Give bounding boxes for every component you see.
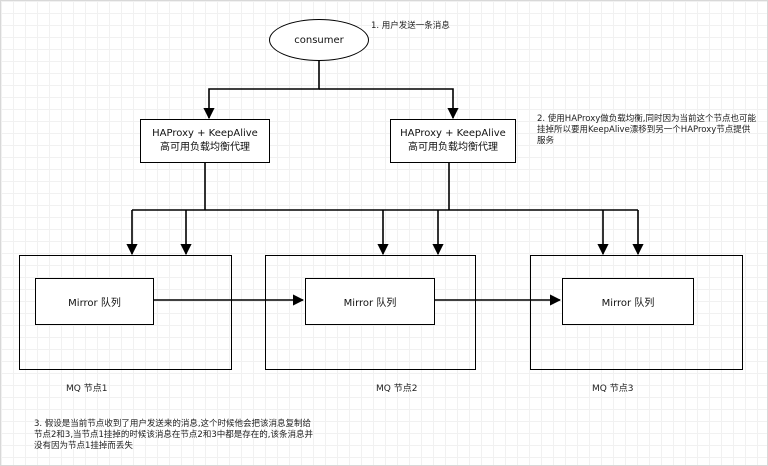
mq-node-3 — [530, 255, 743, 370]
mq-node-3-label: MQ 节点3 — [592, 384, 634, 394]
proxy-box-2: HAProxy + KeepAlive 高可用负载均衡代理 — [390, 119, 516, 163]
proxy-1-title: HAProxy + KeepAlive — [152, 128, 258, 139]
mq-node-2-label: MQ 节点2 — [376, 384, 418, 394]
proxy-2-subtitle: 高可用负载均衡代理 — [408, 142, 498, 153]
edge-consumer-proxy1 — [203, 61, 320, 120]
mirror-queue-1: Mirror 队列 — [35, 278, 154, 325]
mq-node-1-label: MQ 节点1 — [66, 384, 108, 394]
mirror-queue-2: Mirror 队列 — [305, 278, 435, 325]
mirror-queue-3: Mirror 队列 — [562, 278, 694, 325]
consumer-label: consumer — [294, 34, 344, 46]
consumer-node: consumer — [269, 19, 369, 61]
edge-consumer-proxy2 — [319, 88, 459, 120]
mq-node-2 — [265, 255, 476, 370]
mirror-queue-2-label: Mirror 队列 — [343, 298, 397, 309]
proxy-box-1: HAProxy + KeepAlive 高可用负载均衡代理 — [140, 119, 270, 163]
note-3: 3. 假设是当前节点收到了用户发送来的消息,这个时候他会把该消息复制给节点2和3… — [34, 419, 313, 451]
mq-node-1 — [19, 255, 232, 370]
mirror-queue-3-label: Mirror 队列 — [601, 298, 655, 309]
proxy-1-subtitle: 高可用负载均衡代理 — [160, 142, 250, 153]
note-2: 2. 使用HAProxy做负载均衡,同时因为当前这个节点也可能挂掉所以要用Kee… — [537, 114, 757, 146]
note-1: 1. 用户发送一条消息 — [371, 21, 450, 31]
mirror-queue-1-label: Mirror 队列 — [68, 298, 121, 309]
proxy-2-title: HAProxy + KeepAlive — [400, 128, 506, 139]
